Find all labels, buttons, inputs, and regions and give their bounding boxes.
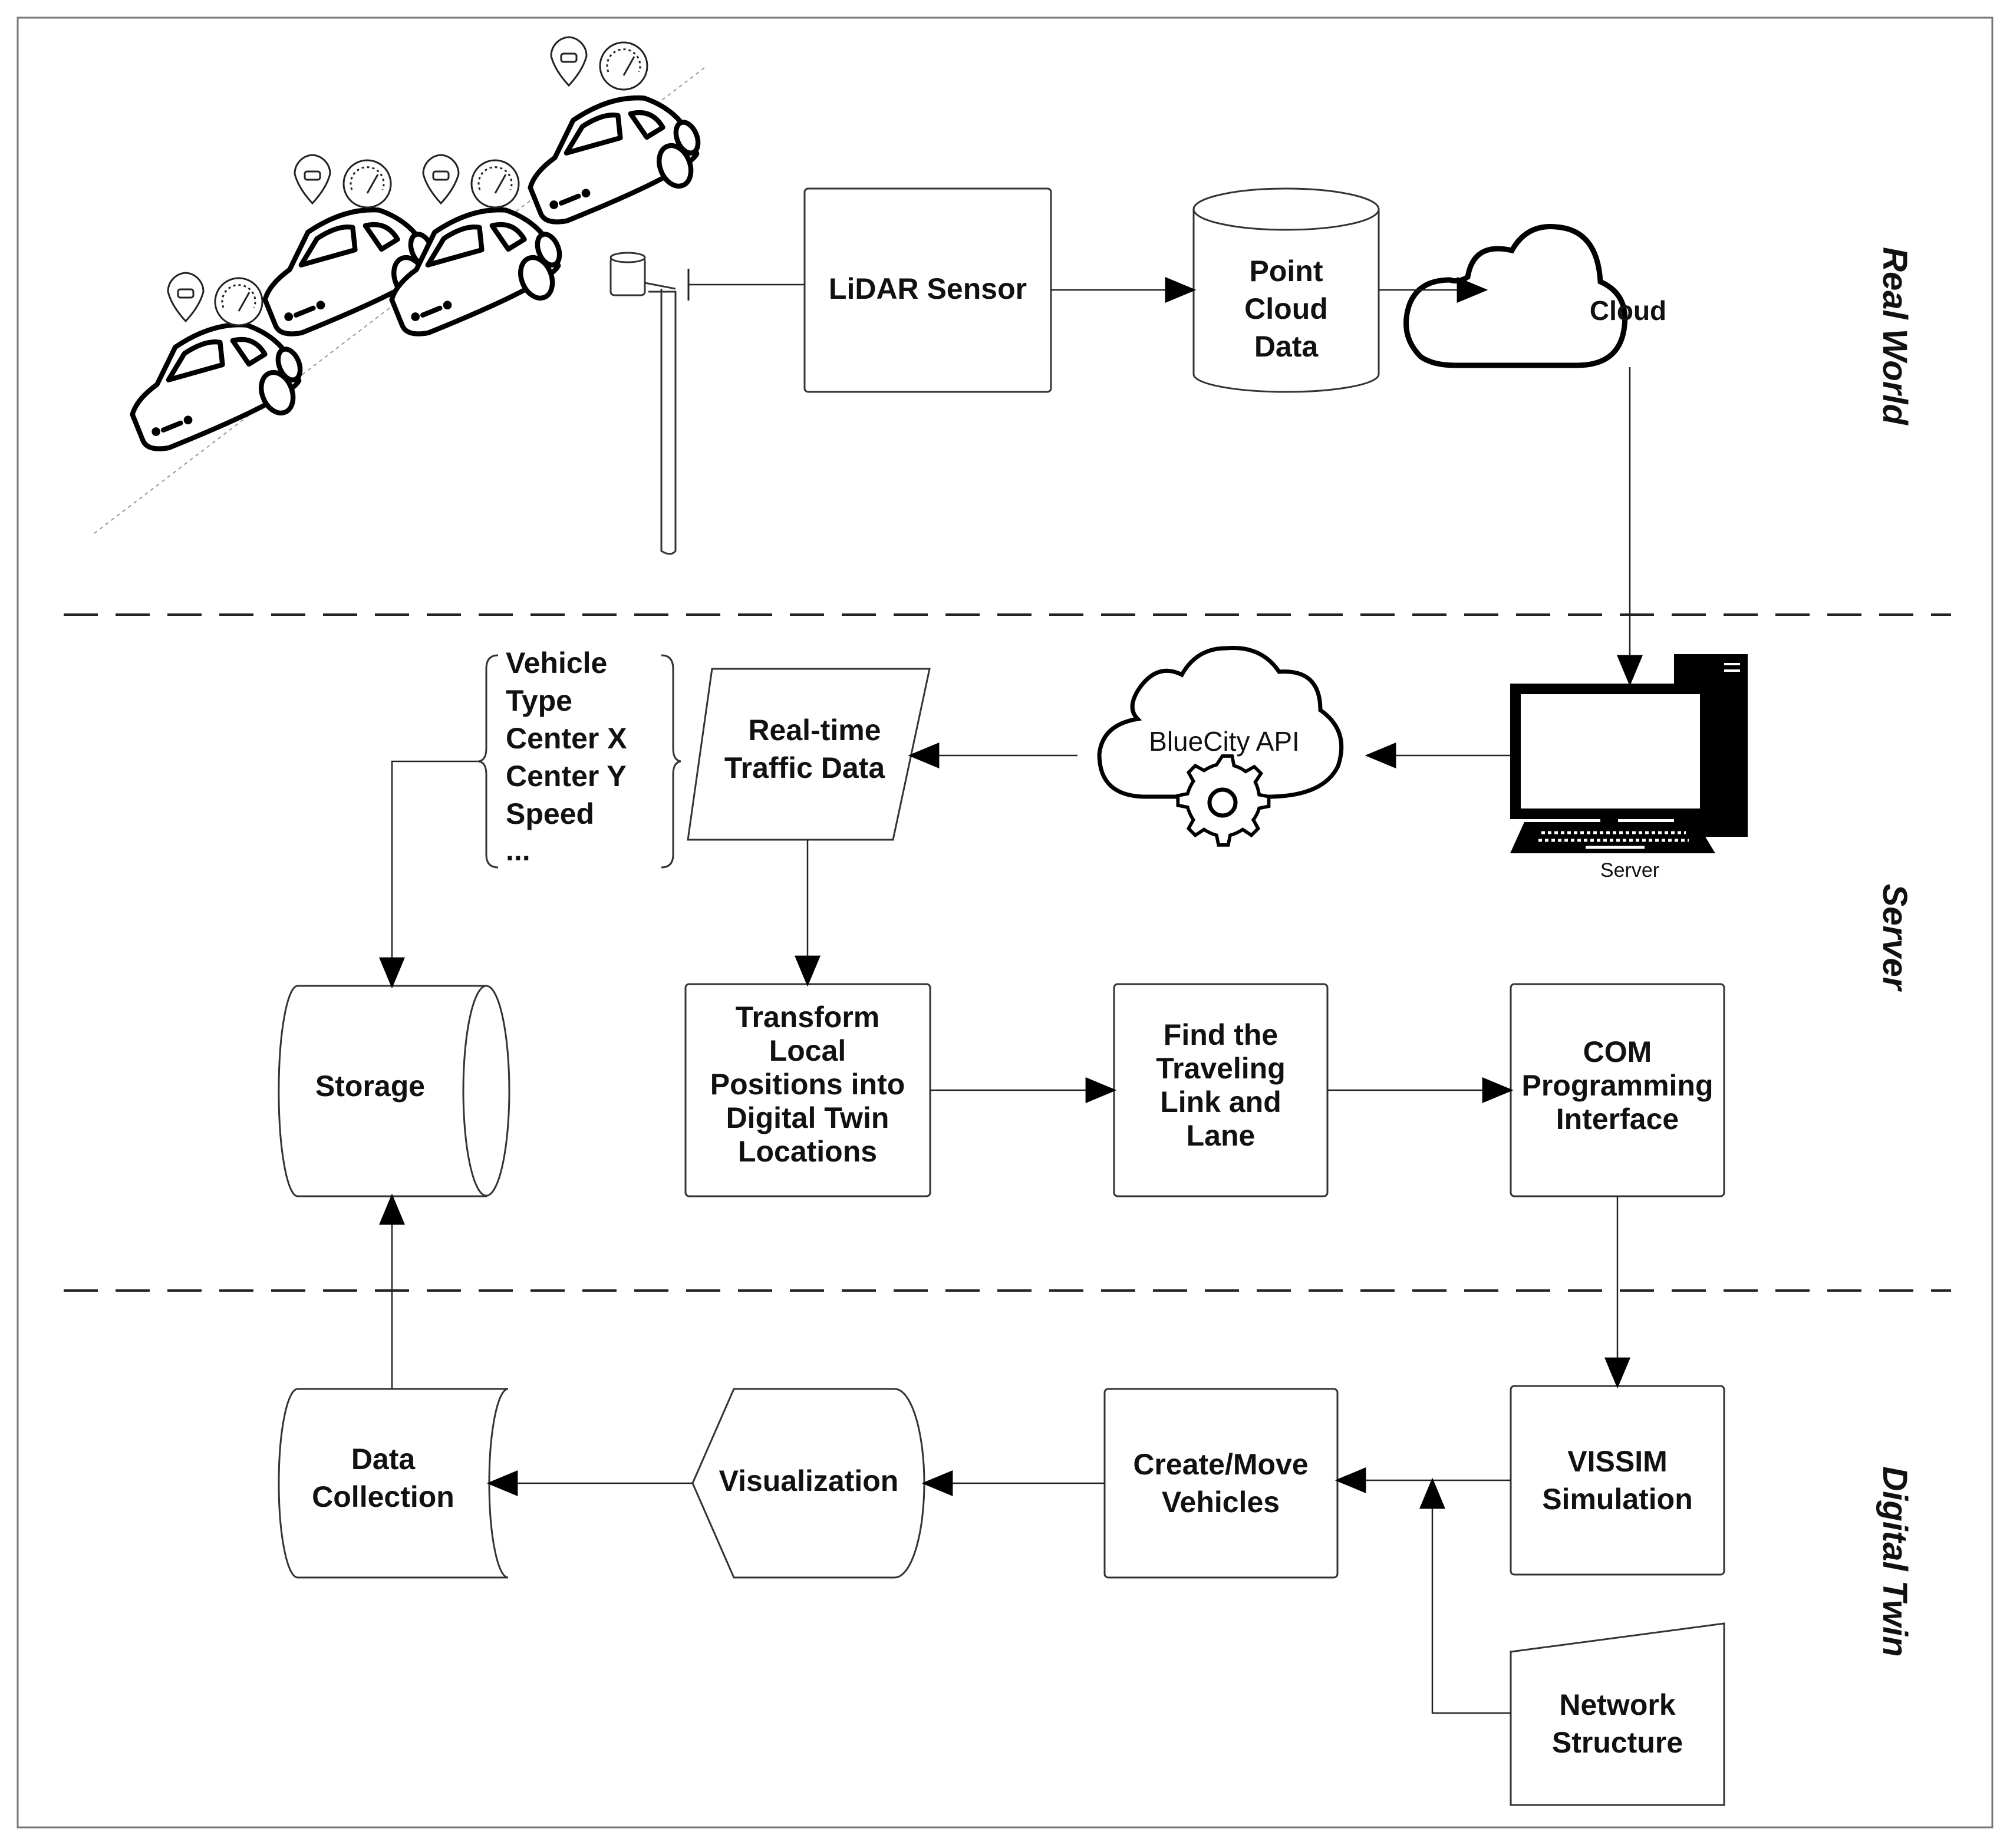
vissim-line: VISSIM <box>1567 1445 1667 1478</box>
create-move-vehicles-node[interactable]: Create/Move Vehicles <box>1103 1388 1339 1579</box>
storage-label: Storage <box>315 1070 425 1103</box>
network-structure-node[interactable]: Network Structure <box>1510 1622 1725 1806</box>
data-collection-line: Data <box>351 1443 416 1476</box>
point-cloud-data-node[interactable]: Point Cloud Data <box>1192 187 1380 393</box>
network-line: Network <box>1559 1688 1675 1721</box>
transform-line: Locations <box>738 1135 877 1168</box>
com-line: COM <box>1583 1035 1652 1068</box>
bluecity-api-label: BlueCity API <box>1149 726 1300 757</box>
transform-line: Transform <box>736 1001 880 1034</box>
network-line: Structure <box>1552 1726 1683 1759</box>
find-link-line: Find the <box>1164 1018 1278 1051</box>
road-scene-illustration <box>94 36 705 555</box>
data-collection-line: Collection <box>312 1480 454 1513</box>
create-move-line: Create/Move <box>1133 1448 1308 1481</box>
right-brace <box>661 654 681 869</box>
location-pin-icon <box>294 154 331 205</box>
vissim-simulation-node[interactable]: VISSIM Simulation <box>1510 1385 1725 1576</box>
point-cloud-data-line: Point <box>1250 255 1323 288</box>
edge-fields-to-storage <box>379 760 479 989</box>
field-center-x: Center X <box>506 722 627 755</box>
server-caption: Server <box>1600 859 1659 882</box>
vissim-line: Simulation <box>1542 1483 1693 1516</box>
bluecity-api-node[interactable]: BlueCity API <box>1097 646 1344 847</box>
com-programming-interface-node[interactable]: COM Programming Interface <box>1510 983 1725 1197</box>
data-collection-node[interactable]: Data Collection <box>278 1388 509 1579</box>
gear-icon <box>1176 754 1271 847</box>
transform-line: Local <box>769 1034 846 1067</box>
edge-network-to-createmove <box>1419 1477 1511 1714</box>
point-cloud-data-line: Cloud <box>1244 292 1328 325</box>
lidar-sensor-label: LiDAR Sensor <box>829 272 1027 305</box>
lidar-pole-icon <box>609 252 677 555</box>
section-label-real-world: Real World <box>1876 247 1914 425</box>
car-icon <box>528 95 701 225</box>
realtime-traffic-line: Traffic Data <box>724 751 886 784</box>
speedometer-icon <box>470 159 520 209</box>
location-pin-icon <box>422 154 460 205</box>
speedometer-icon <box>599 41 648 91</box>
field-type: Type <box>506 684 572 717</box>
location-pin-icon <box>167 272 205 323</box>
storage-node[interactable]: Storage <box>278 985 510 1197</box>
realtime-traffic-data-node[interactable]: Real-time Traffic Data <box>687 668 931 841</box>
left-brace <box>478 654 499 869</box>
realtime-traffic-line: Real-time <box>748 714 881 747</box>
field-center-y: Center Y <box>506 760 627 793</box>
point-cloud-data-line: Data <box>1254 330 1319 363</box>
car-icon <box>389 207 562 336</box>
cloud-label: Cloud <box>1590 295 1666 326</box>
transform-positions-node[interactable]: Transform Local Positions into Digital T… <box>684 983 931 1197</box>
cloud-icon <box>1403 224 1628 368</box>
com-line: Interface <box>1556 1103 1679 1136</box>
find-link-line: Lane <box>1187 1119 1256 1152</box>
cloud-node[interactable]: Cloud <box>1403 224 1667 368</box>
field-vehicle: Vehicle <box>506 646 607 679</box>
speedometer-icon <box>342 159 392 209</box>
visualization-label: Visualization <box>719 1464 899 1497</box>
car-icon <box>130 322 303 451</box>
find-link-line: Traveling <box>1156 1052 1286 1085</box>
server-computer-icon[interactable]: Server <box>1510 654 1748 882</box>
transform-line: Positions into <box>710 1068 905 1101</box>
find-link-lane-node[interactable]: Find the Traveling Link and Lane <box>1113 983 1329 1197</box>
section-label-digital-twin: Digital Twin <box>1876 1466 1914 1656</box>
find-link-line: Link and <box>1160 1085 1281 1118</box>
vehicle-fields-annotation: Vehicle Type Center X Center Y Speed ... <box>478 646 681 869</box>
com-line: Programming <box>1521 1069 1713 1102</box>
speedometer-icon <box>214 277 263 326</box>
section-label-server: Server <box>1876 884 1914 992</box>
cloud-icon <box>1097 646 1344 799</box>
field-speed: Speed <box>506 797 594 830</box>
field-ellipsis: ... <box>506 834 530 867</box>
create-move-line: Vehicles <box>1162 1486 1280 1519</box>
visualization-node[interactable]: Visualization <box>691 1388 925 1579</box>
outer-frame <box>17 16 1993 1829</box>
location-pin-icon <box>550 36 588 87</box>
transform-line: Digital Twin <box>726 1101 889 1134</box>
